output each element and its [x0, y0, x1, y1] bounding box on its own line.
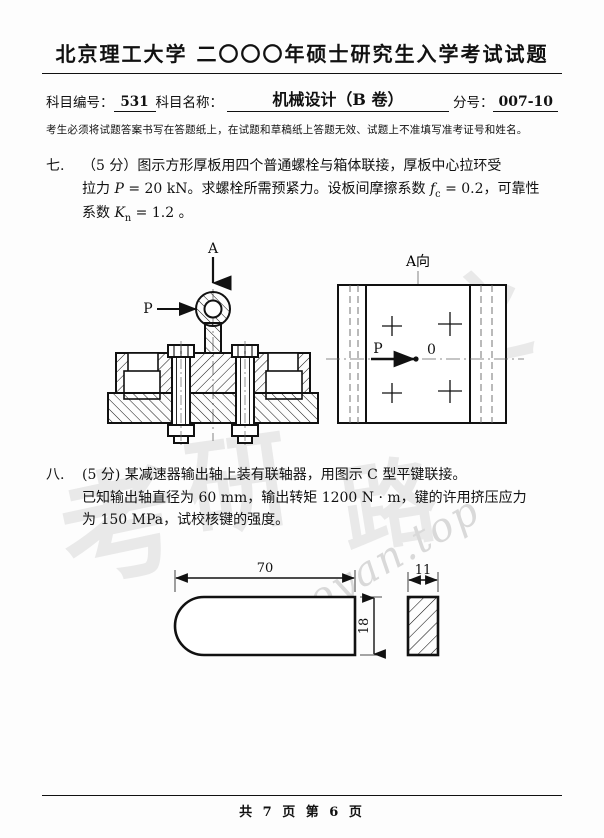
p7-var-f-sub: c	[435, 188, 441, 200]
serial-value: 007-10	[493, 94, 558, 112]
footer-divider	[42, 795, 562, 796]
subject-code-label: 科目编号：	[46, 95, 114, 111]
problem-eight: 八. (5 分) 某减速器输出轴上装有联轴器，用图示 C 型平键联接。 已知输出…	[46, 464, 558, 532]
exam-notice-text: 考生必须将试题答案书写在答题纸上，在试题和草稿纸上答题无效、试题上不准填写准考证…	[46, 124, 528, 136]
view-arrow-label-A: A	[207, 241, 219, 257]
problem-eight-score: (5 分)	[82, 466, 121, 483]
problem-eight-line-2: 已知输出轴直径为 60 mm，输出转矩 1200 N · m，键的许用挤压应力	[82, 489, 527, 506]
figure-bolted-joint-svg: A P	[107, 241, 524, 445]
p7-var-k-sub: n	[124, 213, 132, 225]
p7-l2-a: 拉力	[82, 180, 115, 197]
subject-name-value: 机械设计（B 卷）	[227, 86, 449, 112]
subject-code-value: 531	[113, 94, 156, 112]
problem-eight-line-3: 为 150 MPa，试校核键的强度。	[82, 512, 290, 529]
problem-seven-line-1: （5 分）图示方形厚板用四个普通螺栓与箱体联接，厚板中心拉环受	[82, 155, 558, 178]
p7-l3-b: = 1.2 。	[131, 205, 193, 222]
title-divider	[42, 73, 562, 74]
bolt-cross-marks	[382, 311, 462, 403]
page-content: 北京理工大学 二〇〇〇年硕士研究生入学考试试题 科目编号： 531 科目名称： …	[0, 38, 604, 685]
center-point-O-dot	[413, 356, 419, 362]
p7-l3-a: 系数	[82, 205, 115, 222]
problem-seven-line1-text: 图示方形厚板用四个普通螺栓与箱体联接，厚板中心拉环受	[137, 158, 502, 174]
force-label-P-right: P	[373, 341, 382, 357]
key-width-dim-label: 11	[415, 563, 432, 578]
problem-seven: 七. （5 分）图示方形厚板用四个普通螺栓与箱体联接，厚板中心拉环受 拉力 P …	[46, 155, 558, 227]
problem-seven-number: 七.	[46, 158, 65, 174]
key-height-dim-label: 18	[357, 618, 372, 635]
problem-eight-line1-text: 某减速器输出轴上装有联轴器，用图示 C 型平键联接。	[124, 466, 467, 483]
p7-l2-b: = 20 kN。求螺栓所需预紧力。设板间摩擦系数	[123, 180, 430, 197]
key-section-rect	[406, 595, 440, 657]
problem-eight-number: 八.	[46, 466, 65, 483]
figure-flat-key-svg: 70 18 11	[173, 561, 440, 659]
force-label-P-left: P	[143, 301, 152, 317]
problem-eight-line-1: (5 分) 某减速器输出轴上装有联轴器，用图示 C 型平键联接。	[82, 464, 558, 487]
housing-body	[107, 391, 319, 424]
eyebolt-ring-hole	[203, 299, 223, 319]
page-number-text: 共 7 页 第 6 页	[239, 805, 365, 820]
p7-var-p: P	[114, 180, 124, 197]
figure-flat-key: 70 18 11	[0, 550, 604, 685]
eyebolt-shank	[204, 321, 222, 354]
subject-info-row: 科目编号： 531 科目名称： 机械设计（B 卷） 分号： 007-10	[46, 86, 558, 112]
problem-seven-score: （5 分）	[82, 158, 138, 174]
key-side-profile	[173, 595, 357, 657]
p7-var-k: K	[114, 205, 125, 222]
figure-bolted-joint: A P	[0, 241, 604, 446]
page-footer: 共 7 页 第 6 页	[0, 795, 604, 820]
view-direction-label: A向	[405, 254, 430, 270]
bolt-right	[231, 340, 259, 445]
p7-l2-c: = 0.2，可靠性	[440, 180, 540, 197]
subject-name-label: 科目名称：	[155, 95, 224, 111]
p7-var-f: f	[429, 180, 436, 197]
problem-seven-line-3: 系数 Kn = 1.2 。	[82, 202, 558, 227]
problem-seven-line-2: 拉力 P = 20 kN。求螺栓所需预紧力。设板间摩擦系数 fc = 0.2，可…	[82, 178, 558, 203]
serial-label: 分号：	[452, 95, 494, 111]
center-label-O: 0	[427, 342, 436, 358]
page-title: 北京理工大学 二〇〇〇年硕士研究生入学考试试题	[55, 42, 549, 66]
bolt-left	[167, 340, 195, 445]
key-length-dim-label: 70	[257, 561, 274, 576]
